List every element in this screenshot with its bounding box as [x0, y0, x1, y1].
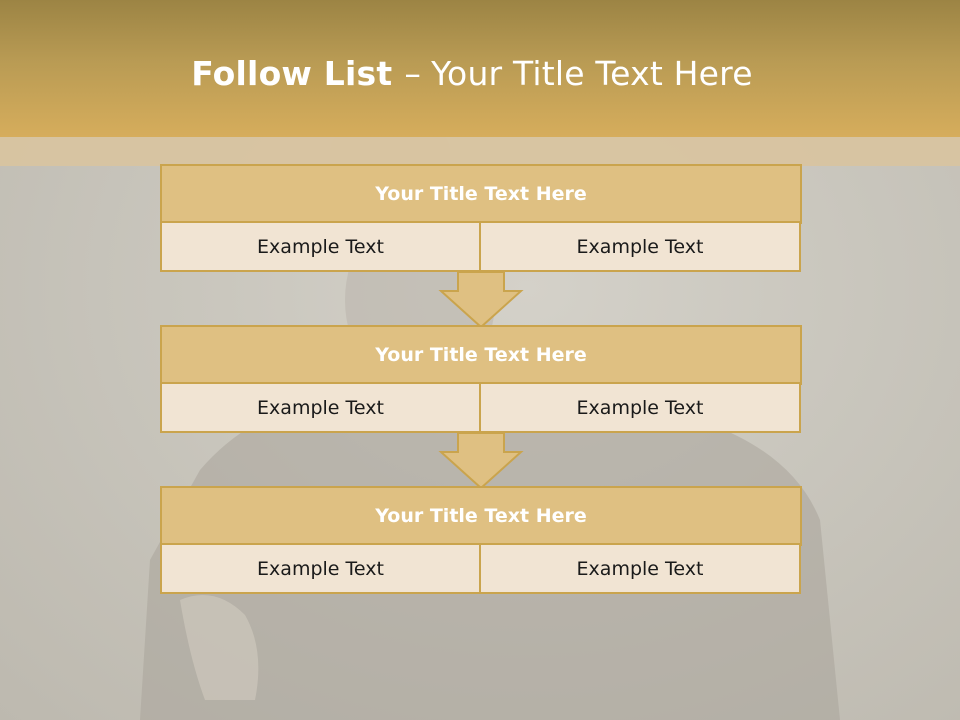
step-2-row: Example Text Example Text: [160, 382, 802, 433]
header-band: [0, 0, 960, 137]
title-bold: Follow List: [191, 54, 393, 93]
step-box-2: Your Title Text Here Example Text Exampl…: [160, 325, 802, 433]
down-arrow-icon: [438, 432, 524, 490]
step-1-left-cell: Example Text: [160, 221, 481, 272]
step-1-row: Example Text Example Text: [160, 221, 802, 272]
step-1-title: Your Title Text Here: [375, 183, 587, 205]
step-3-right-cell: Example Text: [481, 543, 801, 594]
step-2-title: Your Title Text Here: [375, 344, 587, 366]
step-box-3: Your Title Text Here Example Text Exampl…: [160, 486, 802, 594]
header-subband: [0, 137, 960, 166]
step-3-title: Your Title Text Here: [375, 505, 587, 527]
title-dash: –: [404, 54, 422, 93]
step-2-left-cell: Example Text: [160, 382, 481, 433]
step-box-1: Your Title Text Here Example Text Exampl…: [160, 164, 802, 272]
step-1-header: Your Title Text Here: [160, 164, 802, 224]
step-2-right-cell: Example Text: [481, 382, 801, 433]
step-1-right-cell: Example Text: [481, 221, 801, 272]
step-3-row: Example Text Example Text: [160, 543, 802, 594]
slide-title: Follow List–Your Title Text Here: [0, 54, 944, 93]
step-2-header: Your Title Text Here: [160, 325, 802, 385]
step-3-left-cell: Example Text: [160, 543, 481, 594]
step-3-header: Your Title Text Here: [160, 486, 802, 546]
down-arrow-icon: [438, 271, 524, 329]
title-rest: Your Title Text Here: [431, 54, 753, 93]
